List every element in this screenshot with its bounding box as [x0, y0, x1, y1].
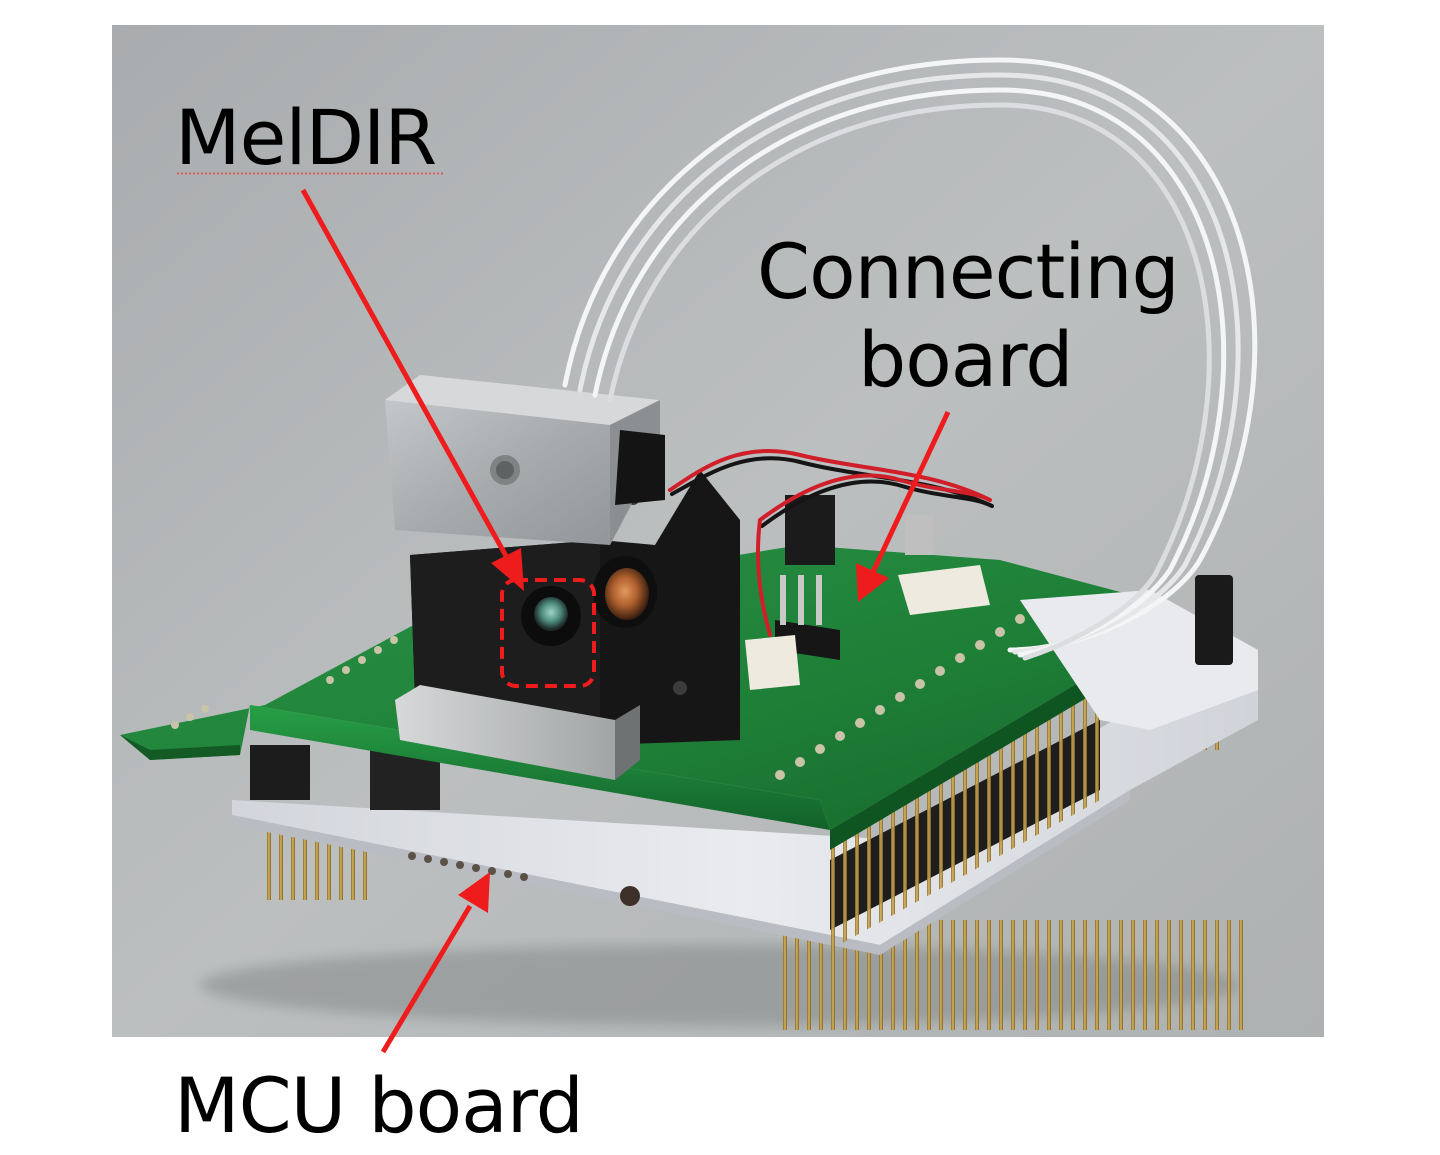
annotation-arrows: [300, 188, 951, 1054]
spellcheck-underline: [176, 172, 444, 175]
connecting-board-label-line1: Connecting: [757, 227, 1180, 316]
meldir-label: MelDIR: [175, 93, 437, 182]
mcu-board-label: MCU board: [174, 1061, 584, 1150]
connecting-board-label-line2: board: [858, 315, 1073, 404]
